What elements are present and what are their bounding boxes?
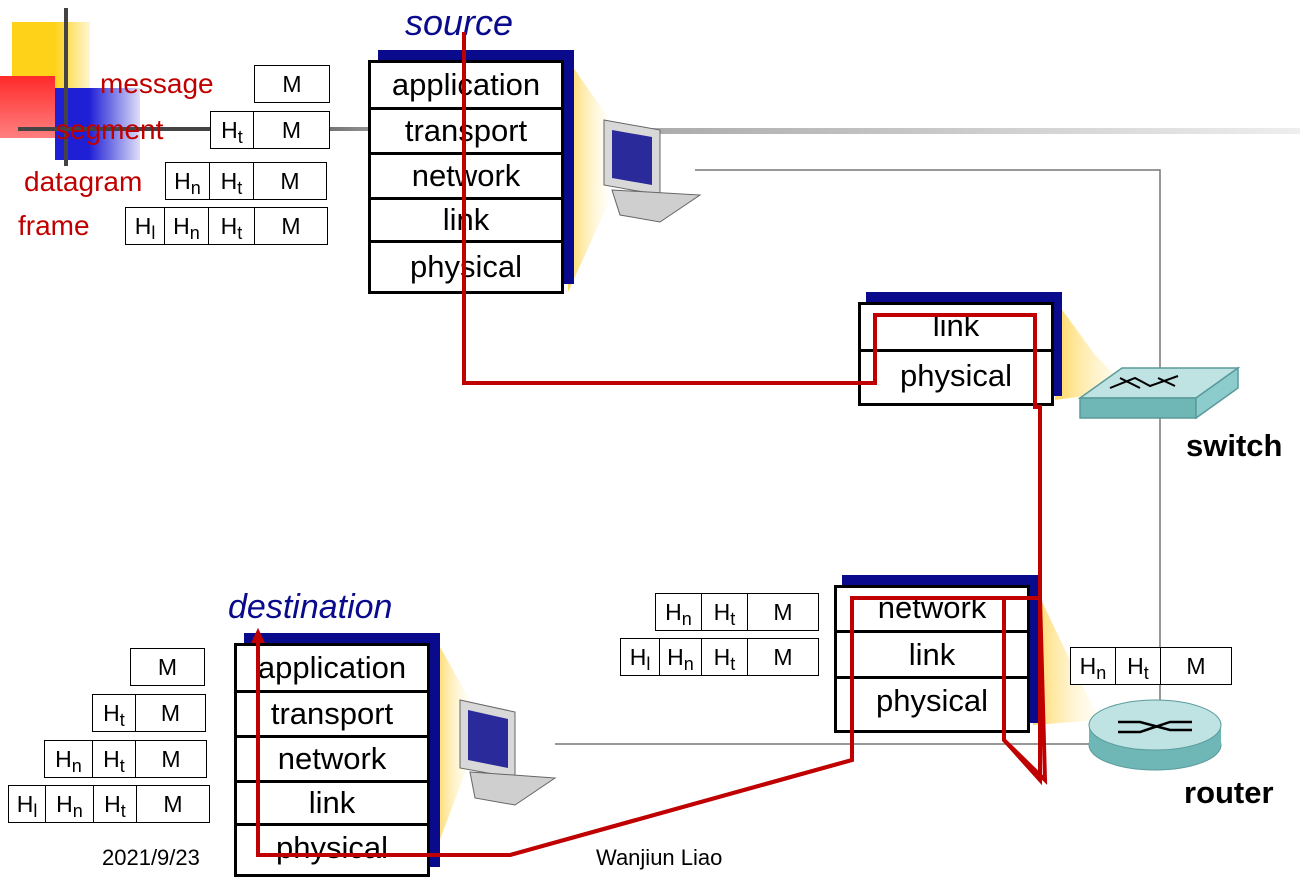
m-box: M	[253, 111, 330, 149]
dest-message-row: M	[130, 648, 205, 686]
layer-network: network	[237, 738, 427, 783]
layer-link: link	[837, 633, 1027, 679]
message-row: M	[254, 65, 330, 103]
destination-protocol-stack: application transport network link physi…	[234, 633, 440, 877]
label-frame: frame	[18, 210, 90, 241]
m-box: M	[135, 694, 206, 732]
source-title: source	[405, 2, 514, 43]
layer-network: network	[837, 588, 1027, 633]
source-computer-icon	[603, 119, 702, 223]
layer-physical: physical	[237, 826, 427, 874]
switch-icon	[1077, 366, 1241, 420]
m-box: M	[136, 785, 210, 823]
slide-corner-decoration	[0, 0, 378, 170]
footer-date: 2021/9/23	[102, 845, 200, 870]
m-box: M	[130, 648, 205, 686]
router-label: router	[1184, 775, 1274, 810]
footer-author: Wanjiun Liao	[596, 845, 723, 870]
destination-computer-icon	[459, 699, 557, 806]
m-box: M	[253, 162, 327, 200]
router-beam	[1033, 583, 1100, 725]
switch-label: switch	[1186, 428, 1283, 463]
label-segment: segment	[56, 114, 164, 145]
m-box: M	[747, 638, 819, 676]
source-beam	[568, 60, 610, 292]
layer-physical: physical	[837, 679, 1027, 730]
switch-protocol-stack: link physical	[858, 292, 1062, 406]
destination-title: destination	[228, 588, 393, 626]
m-box: M	[747, 593, 819, 631]
m-box: M	[254, 65, 330, 103]
layer-transport: transport	[237, 693, 427, 738]
m-box: M	[1160, 647, 1232, 685]
layer-application: application	[237, 646, 427, 693]
dest-beam	[436, 640, 470, 850]
label-datagram: datagram	[24, 166, 143, 197]
layer-link: link	[237, 783, 427, 826]
label-message: message	[100, 68, 214, 99]
m-box: M	[135, 740, 207, 778]
layer-physical: physical	[861, 352, 1051, 403]
m-box: M	[254, 207, 328, 245]
router-icon	[1088, 699, 1222, 771]
